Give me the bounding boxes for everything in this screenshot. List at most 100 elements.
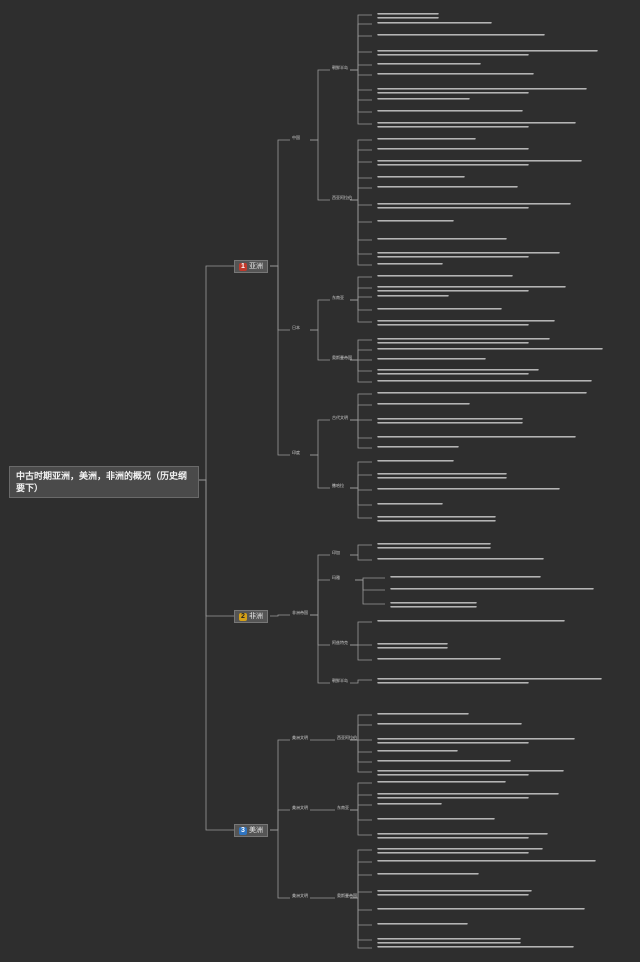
level3-node[interactable]: 西亚阿拉伯 (337, 735, 357, 740)
connector-level2-3 (270, 614, 290, 617)
connector-leaf-7-1 (355, 579, 385, 591)
connector-leaf-12-5 (350, 897, 372, 926)
level3-node[interactable]: 撒哈拉 (332, 483, 344, 488)
connector-leaf-10-5 (350, 739, 372, 773)
connector-leaf-11-2 (350, 804, 372, 811)
badge-1: 1 (239, 263, 247, 271)
connector-leaf-12-4 (350, 897, 372, 911)
connector-leaf-9-0 (350, 679, 372, 684)
connector-level2-2 (270, 265, 290, 456)
connector-leaf-1-8 (350, 199, 372, 255)
connector-leaf-10-3 (350, 739, 372, 753)
connector-leaf-5-4 (350, 487, 372, 519)
root-topic[interactable]: 中古时期亚洲，美洲，非洲的概况（历史纲要下） (9, 466, 199, 498)
level2-node[interactable]: 中国 (292, 135, 300, 140)
connector-leaf-2-4 (350, 299, 372, 323)
connector-leaf-2-2 (350, 296, 372, 301)
connector-leaf-2-0 (350, 276, 372, 301)
connector-leaf-12-6 (350, 897, 372, 941)
root-title: 中古时期亚洲，美洲，非洲的概况（历史纲要下） (16, 471, 188, 493)
connector-leaf-1-9 (350, 199, 372, 266)
connector-leaf-1-3 (350, 177, 372, 201)
connector-leaf-0-8 (350, 69, 372, 113)
connector-level3-0 (310, 69, 330, 141)
connector-leaf-6-1 (350, 554, 372, 561)
connector-leaf-5-3 (350, 487, 372, 506)
level2-node[interactable]: 印度 (292, 450, 300, 455)
connector-leaf-4-0 (350, 393, 372, 421)
connector-level3-1 (310, 139, 330, 201)
connector-level2-5 (270, 809, 290, 831)
connector-leaf-0-5 (350, 69, 372, 76)
level3-node[interactable]: 古代文明 (332, 415, 348, 420)
connector-leaf-0-1 (350, 23, 372, 71)
connector-leaf-4-1 (350, 404, 372, 421)
connector-root-america (198, 479, 234, 831)
level3-node[interactable]: 朝鲜半岛 (332, 678, 348, 683)
connector-level3-7 (310, 579, 330, 616)
connector-level2-0 (270, 139, 290, 267)
connector-root-asia (198, 265, 234, 481)
connector-leaf-2-1 (350, 287, 372, 301)
connector-leaf-12-7 (350, 897, 372, 949)
connector-level3-8 (310, 614, 330, 646)
level2-node[interactable]: 美洲文明 (292, 735, 308, 740)
connector-leaf-3-1 (350, 349, 372, 361)
level3-node[interactable]: 西亚阿拉伯 (332, 195, 352, 200)
connector-leaf-8-2 (350, 644, 372, 661)
connector-leaf-0-0 (350, 14, 372, 71)
badge-3: 3 (239, 827, 247, 835)
level3-node[interactable]: 东南亚 (332, 295, 344, 300)
connector-leaf-11-3 (350, 809, 372, 821)
connector-leaf-11-4 (350, 809, 372, 836)
level3-node[interactable]: 奥斯曼帝国 (332, 355, 352, 360)
level3-node[interactable]: 阿兹特克 (332, 640, 348, 645)
connector-leaf-1-1 (350, 149, 372, 201)
connector-leaf-3-3 (350, 359, 372, 372)
connector-leaf-1-6 (350, 199, 372, 223)
connector-level3-3 (310, 329, 330, 361)
connector-leaf-0-7 (350, 69, 372, 101)
level2-node[interactable]: 美洲文明 (292, 805, 308, 810)
connector-leaf-3-4 (350, 359, 372, 383)
connector-leaf-11-1 (350, 794, 372, 811)
badge-2: 2 (239, 613, 247, 621)
connector-level2-1 (270, 265, 290, 331)
connector-leaf-5-1 (350, 474, 372, 489)
connector-leaf-6-0 (350, 544, 372, 556)
connector-leaf-8-0 (350, 621, 372, 646)
level2-node[interactable]: 日本 (292, 325, 300, 330)
connector-leaf-0-3 (350, 51, 372, 71)
connector-leaf-0-9 (350, 69, 372, 125)
connector-leaf-1-4 (350, 187, 372, 201)
level2-node[interactable]: 非洲帝国 (292, 610, 308, 615)
level3-node[interactable]: 奥斯曼帝国 (337, 893, 357, 898)
connector-leaf-7-2 (355, 579, 385, 605)
connector-level3-2 (310, 299, 330, 331)
connector-root-africa (198, 479, 234, 617)
connector-level3-5 (310, 454, 330, 489)
connector-leaf-0-6 (350, 69, 372, 91)
connector-level2-6 (270, 829, 290, 899)
connector-level3-4 (310, 419, 330, 456)
connector-leaf-4-4 (350, 419, 372, 449)
connector-leaf-11-0 (350, 782, 372, 811)
region-africa-label: 非洲 (249, 613, 263, 620)
connector-leaf-1-5 (350, 199, 372, 206)
level3-node[interactable]: 东南亚 (337, 805, 349, 810)
connector-leaf-10-4 (350, 739, 372, 763)
level3-node[interactable]: 朝鲜半岛 (332, 65, 348, 70)
region-asia-label: 亚洲 (249, 263, 263, 270)
connector-level3-9 (310, 614, 330, 684)
connector-level2-4 (270, 739, 290, 831)
level2-node[interactable]: 美洲文明 (292, 893, 308, 898)
connector-level3-6 (310, 554, 330, 616)
level3-node[interactable]: 印加 (332, 550, 340, 555)
connector-leaf-12-0 (350, 849, 372, 899)
level3-node[interactable]: 玛雅 (332, 575, 340, 580)
connector-leaf-2-3 (350, 299, 372, 311)
